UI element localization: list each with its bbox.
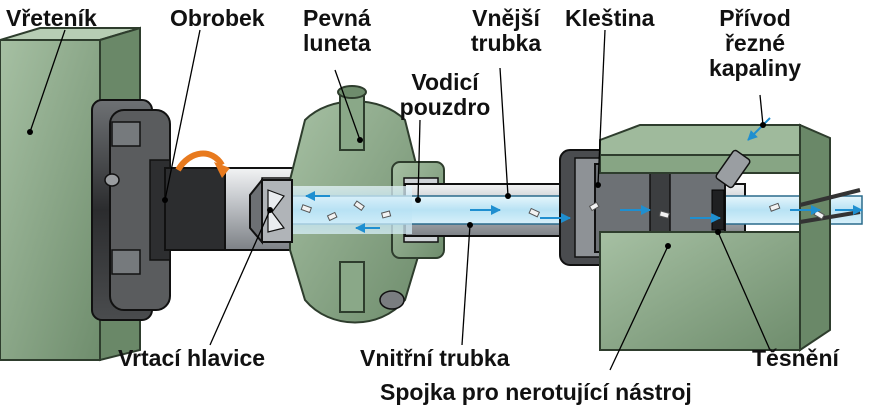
label-seal-text: Těsnění <box>752 345 839 371</box>
coolant-flow-arrows <box>305 117 863 233</box>
label-coupling-text: Spojka pro nerotující nástroj <box>380 379 692 405</box>
label-steady-rest-line2: luneta <box>303 30 371 56</box>
label-inner-tube-text: Vnitřní trubka <box>360 345 510 371</box>
label-coolant-supply-line2: řezné <box>724 30 786 56</box>
label-guide-bushing-line2: pouzdro <box>399 94 491 120</box>
label-inner-tube: Vnitřní trubka <box>360 346 510 371</box>
seal <box>711 189 725 231</box>
label-coolant-supply: Přívod řezné kapaliny <box>690 6 820 81</box>
label-guide-bushing-line1: Vodicí <box>411 69 479 95</box>
label-coolant-supply-line3: kapaliny <box>708 55 802 81</box>
label-headstock-text: Vřeteník <box>6 5 97 31</box>
chips <box>300 200 826 222</box>
coolant-housing <box>599 123 861 352</box>
label-headstock: Vřeteník <box>6 6 97 31</box>
leader-dots <box>27 122 766 249</box>
label-drill-head: Vrtací hlavice <box>118 346 265 371</box>
label-outer-tube-line1: Vnější <box>472 5 540 31</box>
label-outer-tube: Vnější trubka <box>454 6 558 56</box>
label-guide-bushing: Vodicí pouzdro <box>380 70 510 120</box>
label-coolant-supply-line1: Přívod <box>719 5 791 31</box>
chuck <box>91 99 171 321</box>
label-collet: Kleština <box>565 6 654 31</box>
label-outer-tube-line2: trubka <box>470 30 542 56</box>
label-workpiece: Obrobek <box>170 6 265 31</box>
label-seal: Těsnění <box>752 346 839 371</box>
leader-lines <box>29 29 771 371</box>
label-workpiece-text: Obrobek <box>170 5 265 31</box>
label-collet-text: Kleština <box>565 5 655 31</box>
drill-head <box>249 177 293 245</box>
label-coupling: Spojka pro nerotující nástroj <box>380 380 692 405</box>
label-steady-rest: Pevná luneta <box>303 6 371 56</box>
label-steady-rest-line1: Pevná <box>303 5 371 31</box>
label-drill-head-text: Vrtací hlavice <box>118 345 266 371</box>
